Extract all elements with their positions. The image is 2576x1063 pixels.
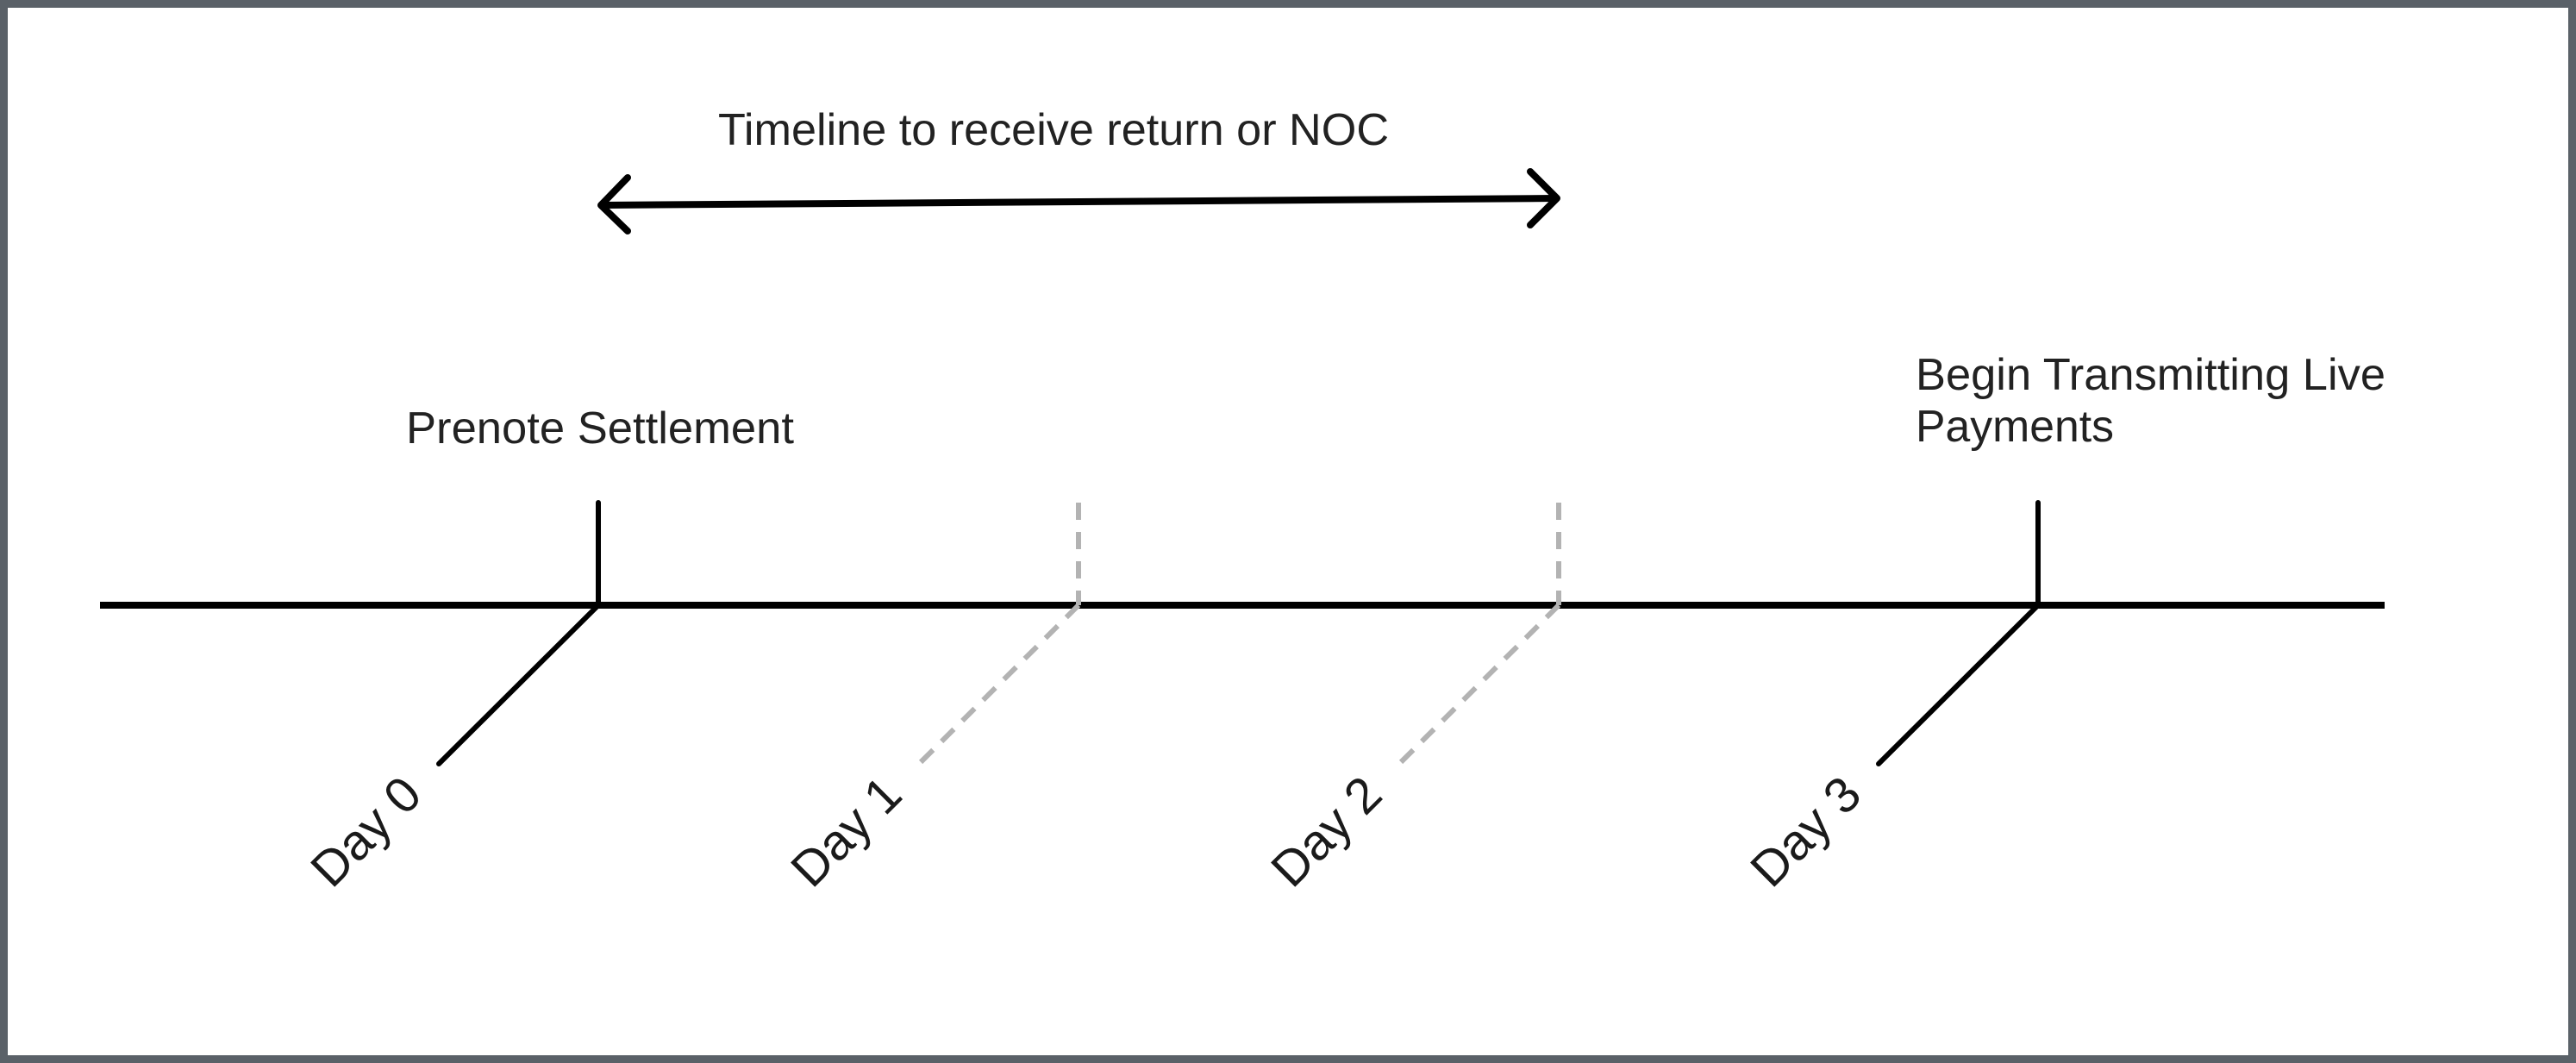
day-2-marker xyxy=(1397,503,1561,766)
day-3-marker xyxy=(1876,500,2041,766)
double-arrow-icon xyxy=(597,168,1560,234)
event-label-prenote-settlement: Prenote Settlement xyxy=(406,403,795,453)
day-label-3: Day 3 xyxy=(1740,766,1872,897)
range-title: Timeline to receive return or NOC xyxy=(718,105,1389,155)
day-label-1: Day 1 xyxy=(780,766,912,897)
day-label-2: Day 2 xyxy=(1260,766,1392,897)
day-0-marker xyxy=(436,500,601,766)
day-label-0: Day 0 xyxy=(300,766,432,897)
event-label-begin-transmitting-line1: Begin Transmitting Live xyxy=(1916,350,2385,400)
day-1-marker xyxy=(916,503,1081,766)
event-label-begin-transmitting-line2: Payments xyxy=(1916,402,2114,452)
